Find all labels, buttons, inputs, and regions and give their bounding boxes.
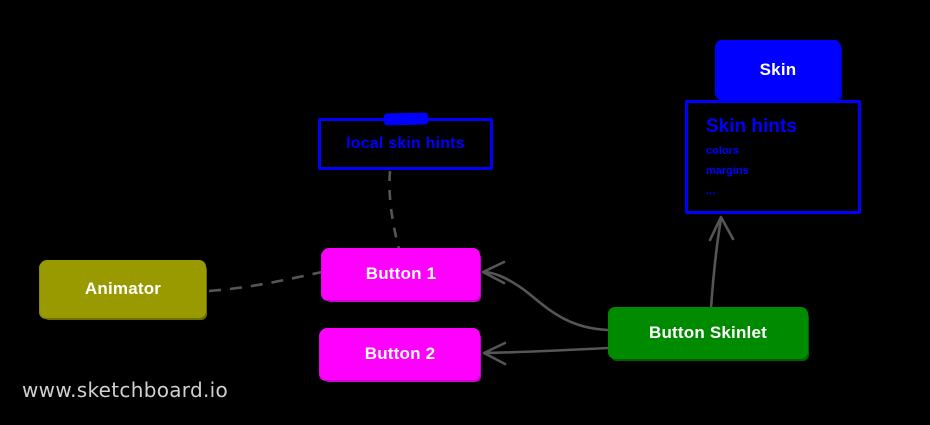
- node-animator-label: Animator: [84, 279, 162, 298]
- node-local-skin-hints[interactable]: local skin hints: [318, 112, 493, 170]
- node-skin-hints-item-colors: colors: [706, 144, 740, 157]
- node-button-skinlet[interactable]: Button Skinlet: [608, 307, 808, 359]
- node-skin-label: Skin: [759, 60, 797, 79]
- connector-blob-icon: [383, 112, 428, 126]
- edge-button-skinlet-to-button1: [483, 270, 610, 332]
- node-animator[interactable]: Animator: [40, 260, 206, 318]
- node-button-2[interactable]: Button 2: [320, 328, 480, 380]
- edge-button-skinlet-to-skin-hints: [709, 217, 723, 310]
- watermark: www.sketchboard.io: [22, 378, 229, 402]
- node-skin-hints[interactable]: Skin hints colors margins ...: [685, 100, 861, 214]
- edge-button-skinlet-to-button2: [484, 346, 610, 355]
- node-button-2-label: Button 2: [364, 344, 436, 363]
- node-skin-hints-item-margins: margins: [706, 164, 749, 177]
- node-button-skinlet-label: Button Skinlet: [648, 323, 767, 342]
- arrowhead-button1: [481, 260, 506, 285]
- node-skin[interactable]: Skin: [715, 40, 841, 100]
- node-skin-hints-item-ellipsis: ...: [706, 184, 716, 197]
- node-local-skin-hints-label: local skin hints: [346, 135, 465, 152]
- arrowhead-button2: [482, 341, 507, 366]
- arrowhead-skin-hints: [708, 215, 735, 242]
- edge-animator-to-button1: [208, 270, 323, 293]
- node-button-1[interactable]: Button 1: [322, 248, 480, 300]
- node-skin-hints-title: Skin hints: [706, 116, 797, 137]
- node-button-1-label: Button 1: [365, 264, 437, 283]
- edge-local-skin-hints-to-button1: [388, 170, 401, 250]
